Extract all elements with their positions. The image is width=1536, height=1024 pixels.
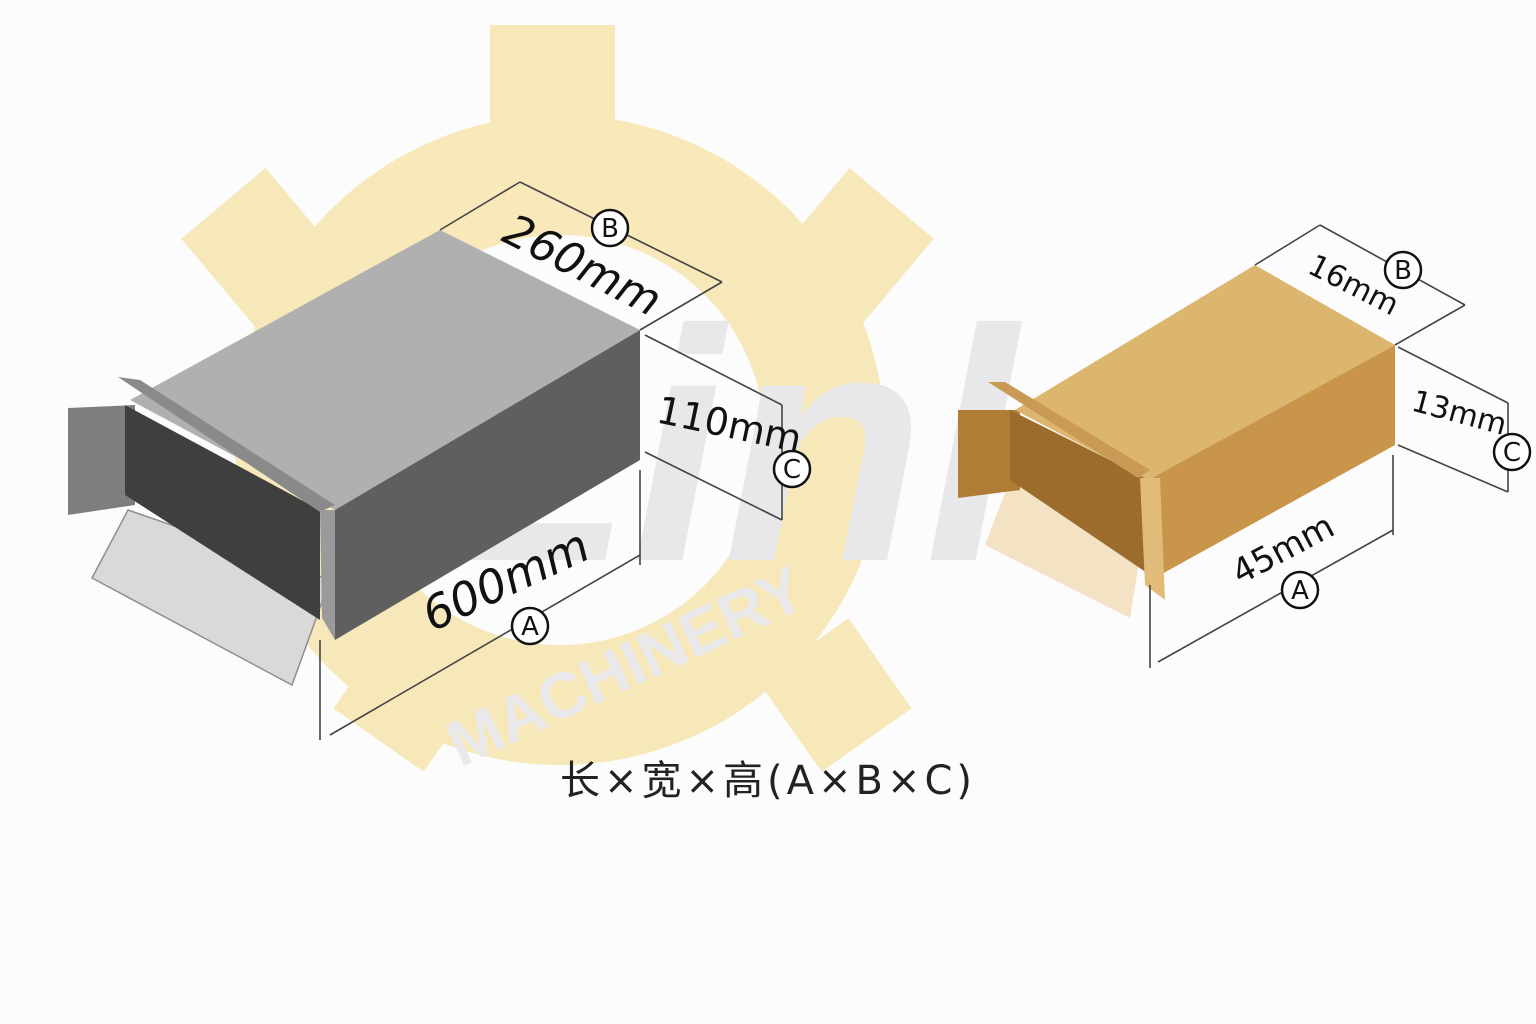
svg-text:C: C [783,455,801,485]
large-box: 260mm B 110mm C 600mm A [68,181,812,740]
svg-text:B: B [1394,256,1412,286]
small-box-top-flap [988,382,1150,478]
small-box-width-marker: B [1383,250,1423,290]
large-box-side-flap [68,405,135,515]
svg-text:A: A [521,612,539,642]
small-box-height-label: 13mm [1408,384,1510,443]
large-box-top-face [130,230,640,510]
large-box-front-face [335,330,640,640]
svg-text:B: B [601,214,619,244]
large-box-end-dark [125,405,320,620]
small-box-end-dark [1010,410,1150,575]
small-box-top-face [1015,265,1395,480]
small-box: 16mm B 13mm C 45mm A [958,224,1532,668]
small-box-front-face [1148,345,1395,575]
small-box-height-marker: C [1492,432,1532,472]
small-box-length-marker: A [1280,570,1320,610]
dimension-formula-caption: 长×宽×高(A×B×C) [559,758,976,804]
large-box-top-flap [118,377,335,512]
large-box-height-marker: C [772,449,812,489]
large-box-width-marker: B [590,208,630,248]
small-box-side-flap [958,410,1020,498]
large-box-length-marker: A [510,606,550,646]
svg-text:A: A [1291,576,1309,606]
small-box-edge-flap [1140,478,1165,600]
svg-text:C: C [1503,438,1521,468]
large-box-edge-flap [320,510,335,640]
